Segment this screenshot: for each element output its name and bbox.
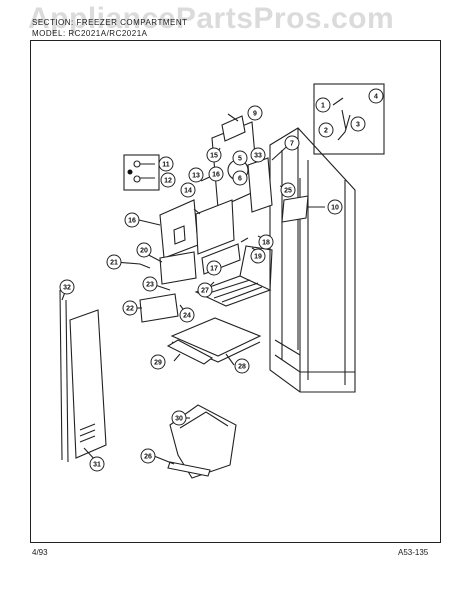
svg-text:4: 4 bbox=[374, 94, 378, 101]
section-label: Section: FREEZER COMPARTMENT bbox=[32, 18, 188, 27]
callout-25: 25 bbox=[280, 182, 296, 198]
svg-text:18: 18 bbox=[262, 240, 270, 247]
callout-9: 9 bbox=[247, 105, 263, 121]
svg-text:9: 9 bbox=[253, 111, 257, 118]
svg-text:16: 16 bbox=[212, 172, 220, 179]
callout-7: 7 bbox=[284, 135, 300, 151]
svg-text:23: 23 bbox=[146, 282, 154, 289]
ice-bin bbox=[169, 404, 237, 479]
svg-text:32: 32 bbox=[63, 285, 71, 292]
svg-text:19: 19 bbox=[254, 254, 262, 261]
svg-text:12: 12 bbox=[164, 178, 172, 185]
callout-19: 19 bbox=[250, 248, 266, 264]
callout-4: 4 bbox=[368, 88, 384, 104]
model-label: Model: RC2021A/RC2021A bbox=[32, 29, 148, 38]
callout-24: 24 bbox=[179, 307, 195, 323]
svg-text:28: 28 bbox=[238, 364, 246, 371]
svg-text:2: 2 bbox=[324, 128, 328, 135]
air-duct bbox=[195, 199, 235, 255]
svg-text:13: 13 bbox=[192, 173, 200, 180]
callout-6: 6 bbox=[232, 170, 248, 186]
footer-code: A53-135 bbox=[398, 548, 429, 557]
callout-15: 15 bbox=[206, 147, 222, 163]
callout-11: 11 bbox=[158, 156, 174, 172]
bracket-21 bbox=[159, 251, 197, 285]
svg-text:17: 17 bbox=[210, 266, 218, 273]
svg-text:15: 15 bbox=[210, 153, 218, 160]
part-23 bbox=[139, 293, 179, 323]
svg-text:10: 10 bbox=[331, 205, 339, 212]
callout-26: 26 bbox=[140, 448, 156, 464]
callout-5: 5 bbox=[232, 150, 248, 166]
callout-3: 3 bbox=[350, 116, 366, 132]
svg-text:26: 26 bbox=[144, 454, 152, 461]
rear-panel bbox=[69, 309, 107, 459]
footer-date: 4/93 bbox=[32, 548, 48, 557]
callout-30: 30 bbox=[171, 410, 187, 426]
svg-text:24: 24 bbox=[183, 313, 191, 320]
legend-box bbox=[123, 154, 160, 191]
svg-text:20: 20 bbox=[140, 248, 148, 255]
svg-text:31: 31 bbox=[93, 462, 101, 469]
callout-23: 23 bbox=[142, 276, 158, 292]
svg-text:27: 27 bbox=[201, 288, 209, 295]
svg-text:11: 11 bbox=[162, 162, 170, 169]
svg-text:6: 6 bbox=[238, 176, 242, 183]
svg-text:30: 30 bbox=[175, 416, 183, 423]
svg-text:29: 29 bbox=[154, 360, 162, 367]
svg-text:16: 16 bbox=[128, 218, 136, 225]
svg-text:3: 3 bbox=[356, 122, 360, 129]
svg-text:21: 21 bbox=[110, 260, 118, 267]
callout-28: 28 bbox=[234, 358, 250, 374]
callout-32: 32 bbox=[59, 279, 75, 295]
callout-16: 16 bbox=[124, 212, 140, 228]
callout-14: 14 bbox=[180, 182, 196, 198]
callout-29: 29 bbox=[150, 354, 166, 370]
callout-16: 16 bbox=[208, 166, 224, 182]
control-panel bbox=[159, 199, 199, 259]
svg-text:33: 33 bbox=[254, 153, 262, 160]
callout-33: 33 bbox=[250, 147, 266, 163]
callout-10: 10 bbox=[327, 199, 343, 215]
svg-text:7: 7 bbox=[290, 141, 294, 148]
svg-text:1: 1 bbox=[321, 103, 325, 110]
callout-21: 21 bbox=[106, 254, 122, 270]
svg-text:22: 22 bbox=[126, 306, 134, 313]
callout-13: 13 bbox=[188, 167, 204, 183]
cabinet-liner bbox=[269, 127, 356, 393]
watermark-text: AppliancePartsPros.com bbox=[28, 2, 395, 35]
defrost-part bbox=[281, 195, 309, 223]
glass-shelf bbox=[170, 317, 262, 357]
callout-18: 18 bbox=[258, 234, 274, 250]
callout-22: 22 bbox=[122, 300, 138, 316]
callout-1: 1 bbox=[315, 97, 331, 113]
inset-detail-box bbox=[313, 83, 385, 155]
callout-27: 27 bbox=[197, 282, 213, 298]
callout-31: 31 bbox=[89, 456, 105, 472]
callout-2: 2 bbox=[318, 122, 334, 138]
callout-12: 12 bbox=[160, 172, 176, 188]
svg-text:25: 25 bbox=[284, 188, 292, 195]
diagram-frame bbox=[30, 40, 441, 543]
svg-text:14: 14 bbox=[184, 188, 192, 195]
callout-20: 20 bbox=[136, 242, 152, 258]
svg-text:5: 5 bbox=[238, 156, 242, 163]
callout-17: 17 bbox=[206, 260, 222, 276]
fan-motor-bracket bbox=[247, 157, 273, 213]
